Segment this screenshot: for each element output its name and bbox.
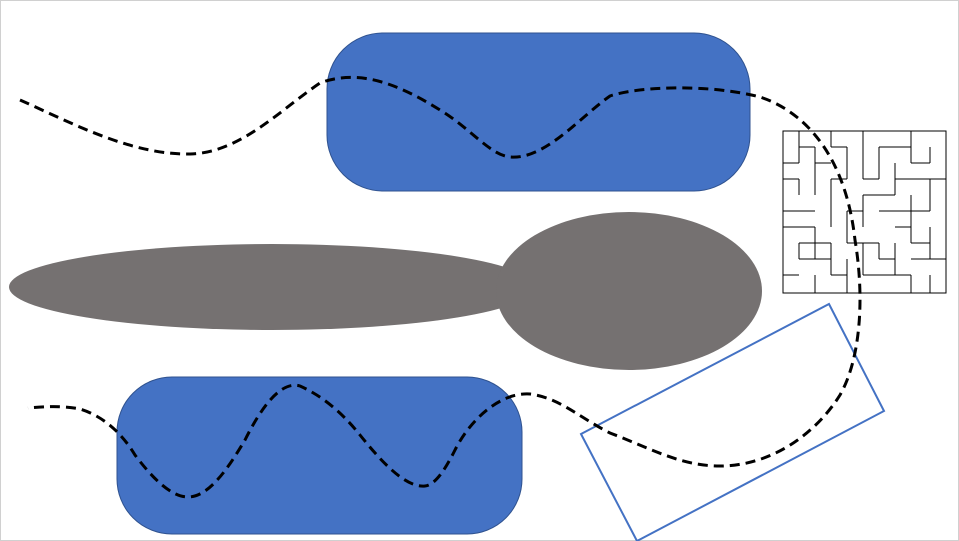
bottom-rounded-rectangle[interactable] — [116, 376, 523, 535]
top-dashed-curve — [19, 75, 862, 499]
rotated-outline-rectangle[interactable] — [579, 302, 886, 541]
top-rounded-rectangle[interactable] — [326, 32, 751, 192]
maze-walls — [783, 130, 946, 293]
round-grey-ellipse[interactable] — [496, 212, 762, 370]
long-grey-ellipse[interactable] — [9, 244, 535, 330]
maze-border — [782, 130, 947, 294]
maze-figure[interactable] — [782, 130, 947, 294]
